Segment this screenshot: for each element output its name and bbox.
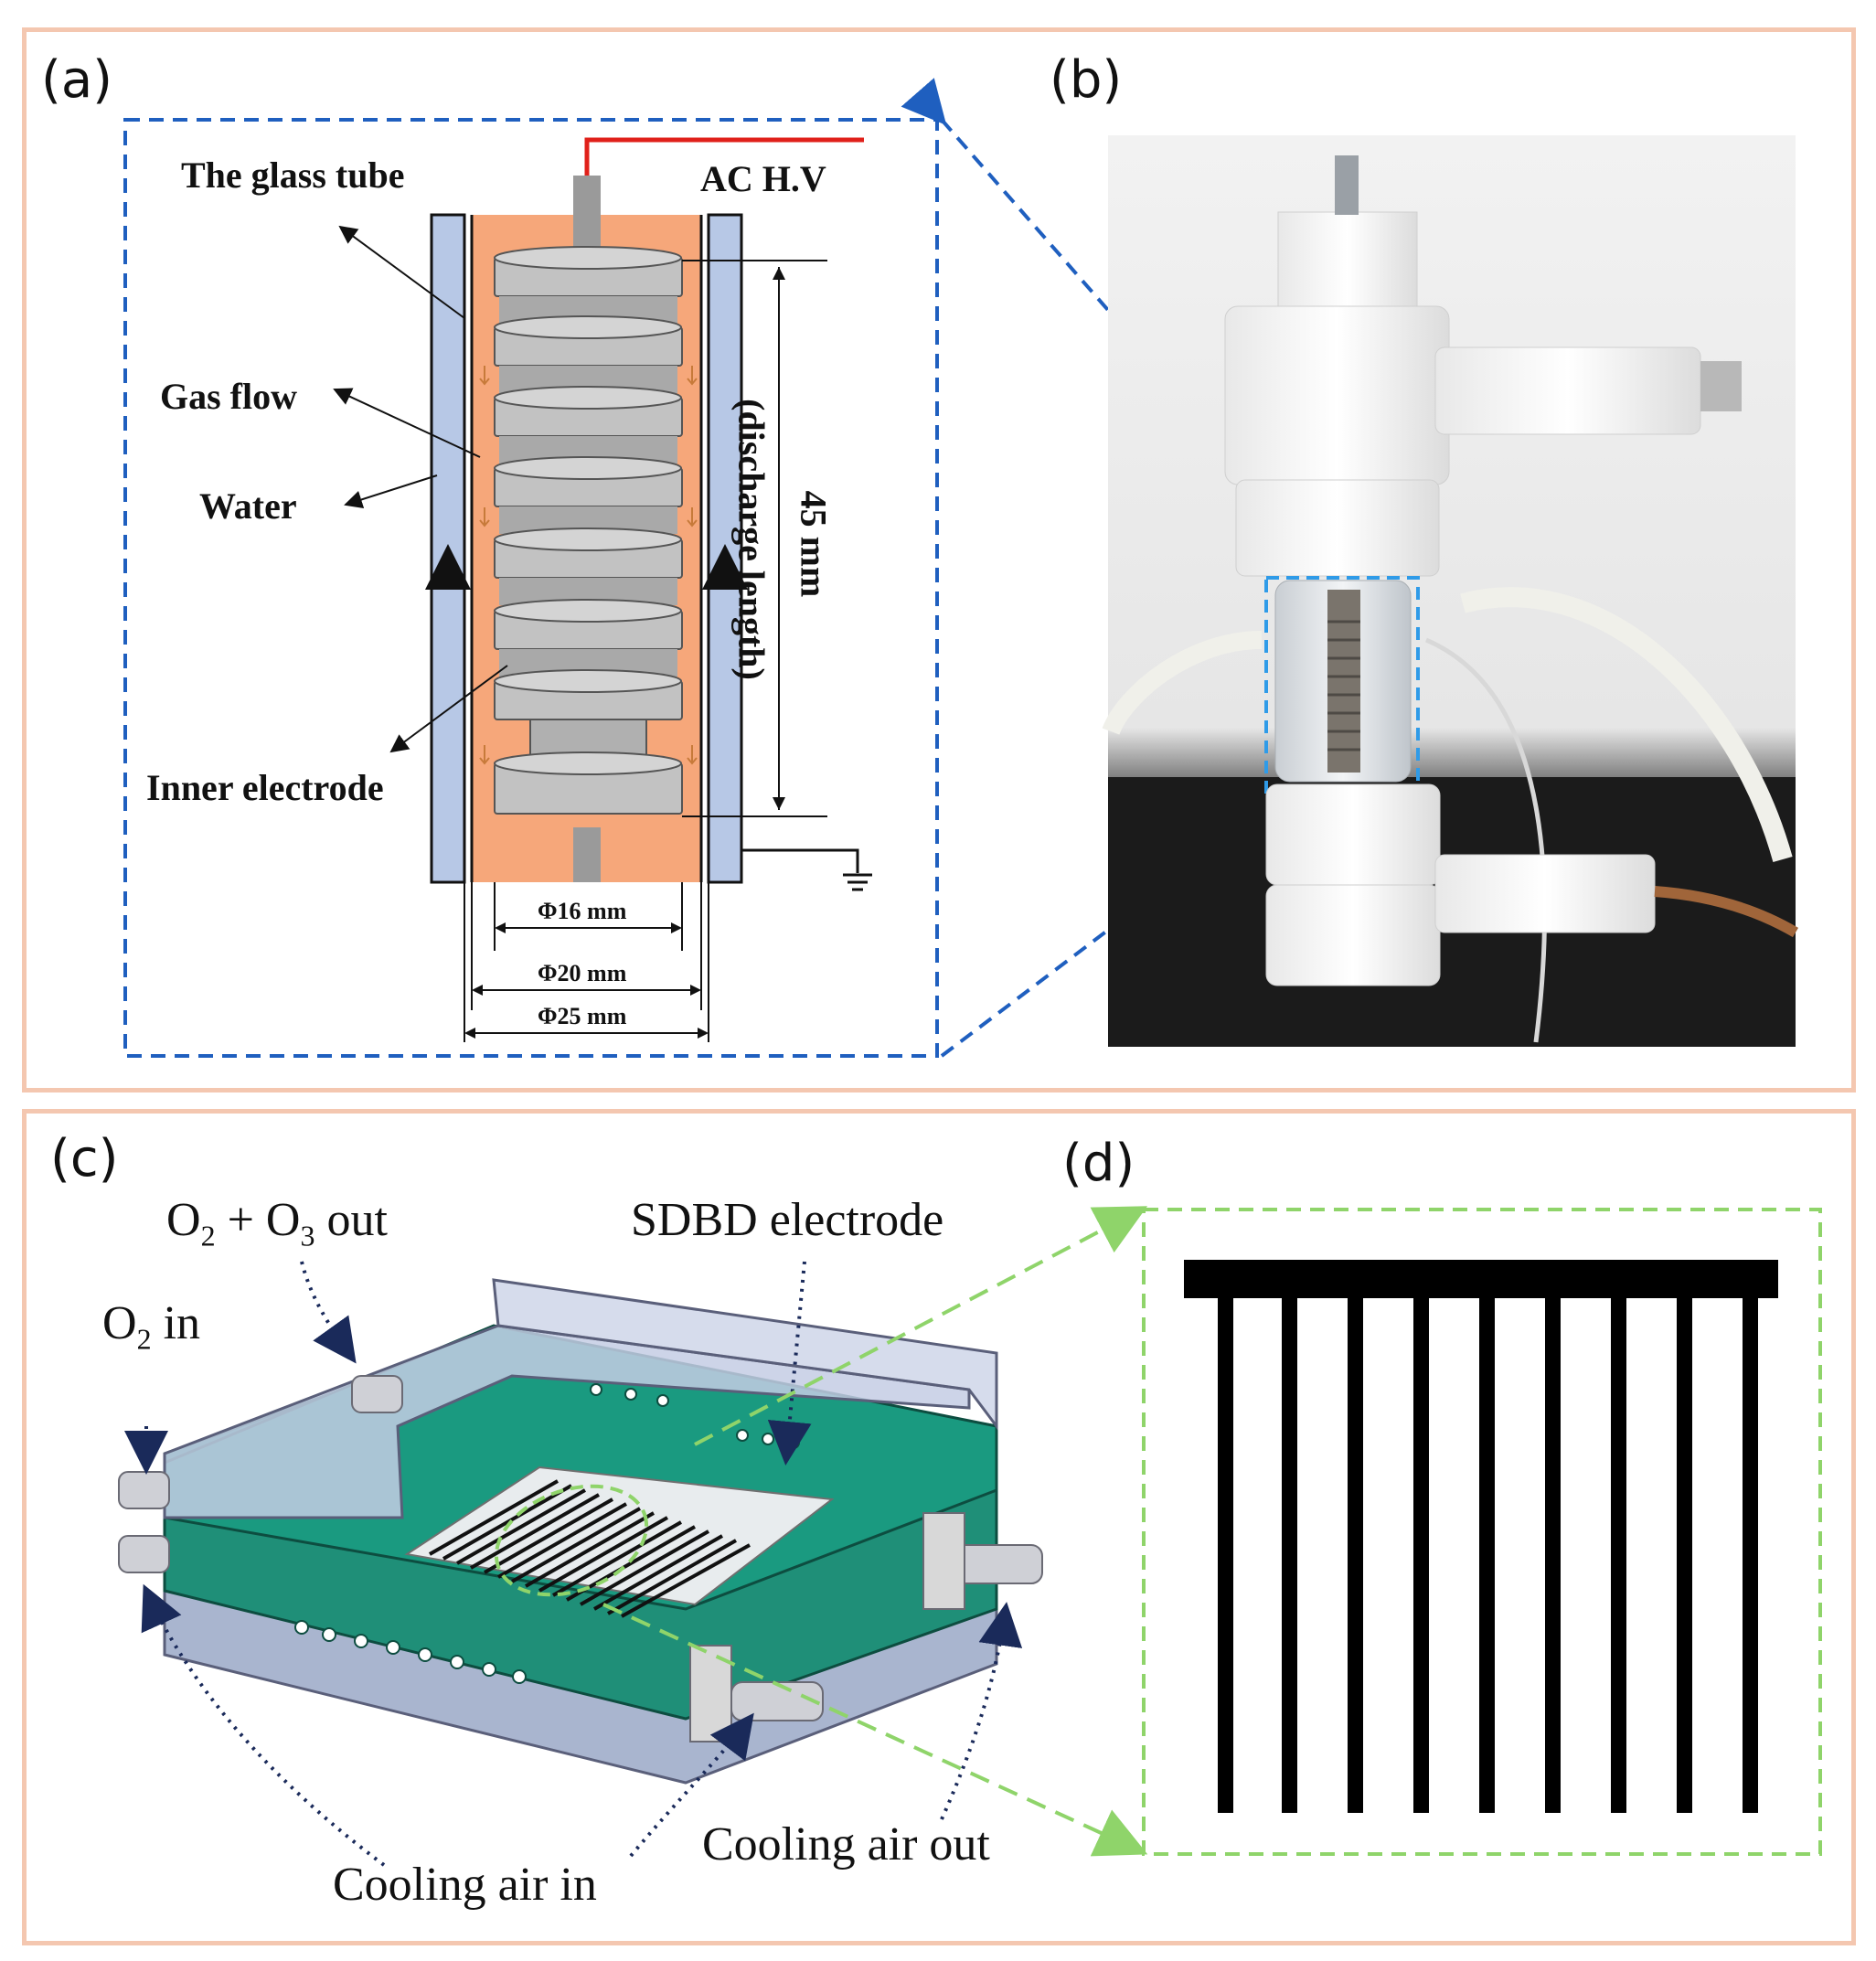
panel-d-electrode [1142,1208,1822,1856]
label-dim-16: Φ16 mm [538,898,627,924]
panel-label-c: (c) [50,1129,119,1188]
panel-label-a: (a) [41,50,113,110]
label-gas-flow: Gas flow [160,376,297,417]
label-ac-hv: AC H.V [700,158,826,199]
label-water: Water [199,485,297,527]
electrode-fingers [1218,1298,1758,1813]
label-dim-20: Φ20 mm [538,960,627,986]
label-o2-in: O2 in [102,1297,201,1356]
electrode-highlight-ellipse [494,1484,649,1597]
electrode-bus-bar [1184,1260,1778,1298]
top-panel-frame [22,27,1856,1092]
label-glass-tube: The glass tube [181,155,405,196]
hv-wire [584,137,864,176]
bottom-panel-frame [22,1109,1856,1945]
zoom-line-green-bottom [602,1603,1148,1857]
inner-electrode-discs [494,246,683,815]
panel-a-schematic [123,118,939,1058]
label-o2-o3-out: O2 + O3 out [166,1194,388,1252]
panel-label-d: (d) [1062,1134,1135,1193]
label-dim-25: Φ25 mm [538,1003,627,1029]
panel-b-photo [1102,135,1799,1047]
label-cooling-air-out: Cooling air out [702,1818,990,1870]
zoom-line-green-top [694,1206,1148,1446]
label-sdbd-electrode: SDBD electrode [631,1194,944,1246]
label-cooling-air-in: Cooling air in [333,1859,597,1911]
panel-c-device [118,1261,1043,1867]
label-length-value: 45 mm [793,490,835,598]
sdbd-electrode-strips [429,1479,751,1618]
label-inner-electrode: Inner electrode [146,767,384,808]
panel-label-b: (b) [1050,50,1123,110]
zoom-box-d [1142,1208,1822,1856]
zoom-box-a [123,118,939,1058]
label-length-note: (discharge length) [730,399,773,680]
